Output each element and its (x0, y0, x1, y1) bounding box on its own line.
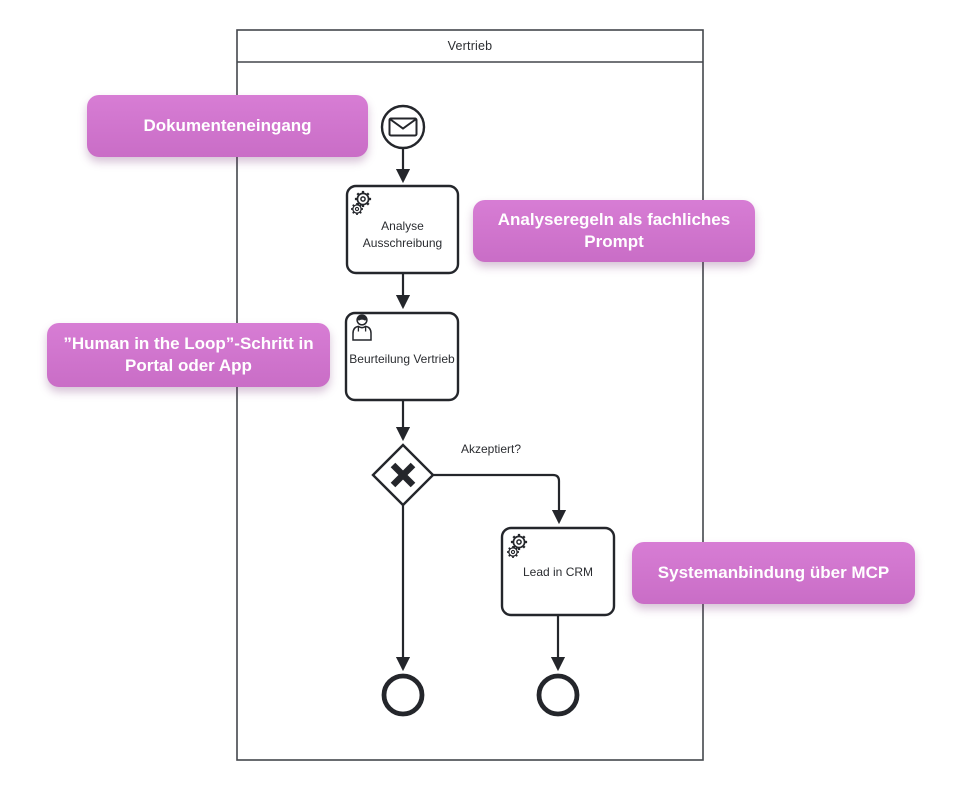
flow-gateway-to-leadcrm (433, 473, 567, 525)
gateway-exclusive (371, 443, 435, 507)
user-icon (352, 314, 372, 341)
task-analyse-ausschreibung (345, 184, 460, 275)
annotation-dokumenteneingang: Dokumenteneingang (87, 95, 368, 157)
task-lead-in-crm (500, 526, 616, 617)
task-beurteilung-vertrieb (344, 311, 460, 402)
annotation-systemanbindung: Systemanbindung über MCP (632, 542, 915, 604)
start-event-message (380, 104, 426, 150)
annotation-human-in-the-loop: ”Human in the Loop”-Schritt in Portal od… (47, 323, 330, 387)
envelope-icon (388, 117, 418, 137)
end-event-left (381, 673, 425, 717)
pool-title: Vertrieb (447, 39, 493, 53)
annotation-analyseregeln: Analyseregeln als fachliches Prompt (473, 200, 755, 262)
x-marker-icon (390, 462, 416, 488)
pool-vertrieb (236, 29, 704, 761)
end-event-right (536, 673, 580, 717)
